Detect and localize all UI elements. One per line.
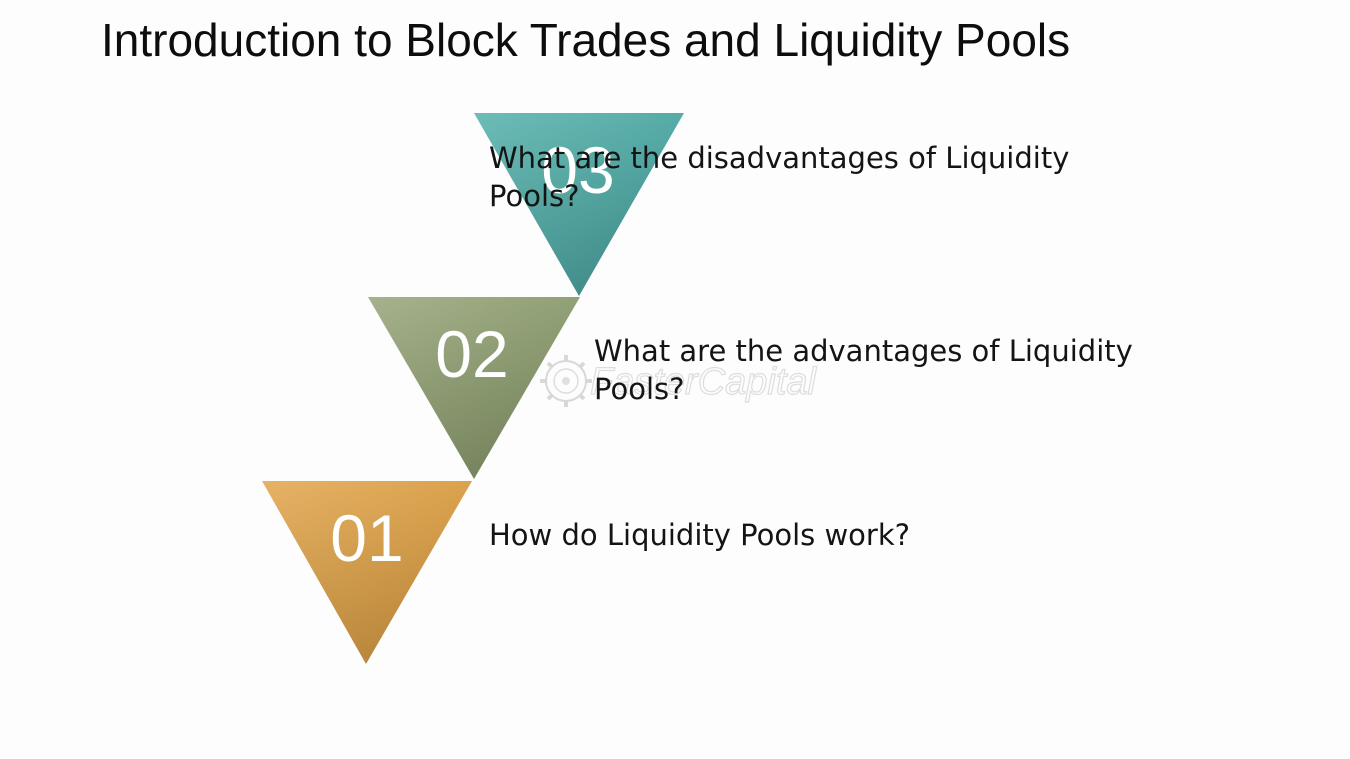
- step-02-triangle: 02: [368, 297, 580, 479]
- gear-icon: [540, 355, 592, 407]
- step-01-label: How do Liquidity Pools work?: [489, 518, 911, 552]
- watermark: FasterCapital: [540, 355, 818, 407]
- step-02-label: What are the advantages of Liquidity Poo…: [594, 334, 1133, 406]
- step-01-triangle: 01: [262, 481, 472, 664]
- step-03-triangle: 03: [474, 113, 684, 296]
- watermark-text: FasterCapital: [590, 361, 818, 403]
- slide-title: Introduction to Block Trades and Liquidi…: [101, 14, 1071, 66]
- step-03-number: 03: [541, 133, 614, 207]
- step-03-label: What are the disadvantages of Liquidity …: [489, 141, 1070, 213]
- step-02-number: 02: [435, 317, 508, 391]
- step-01-number: 01: [330, 501, 403, 575]
